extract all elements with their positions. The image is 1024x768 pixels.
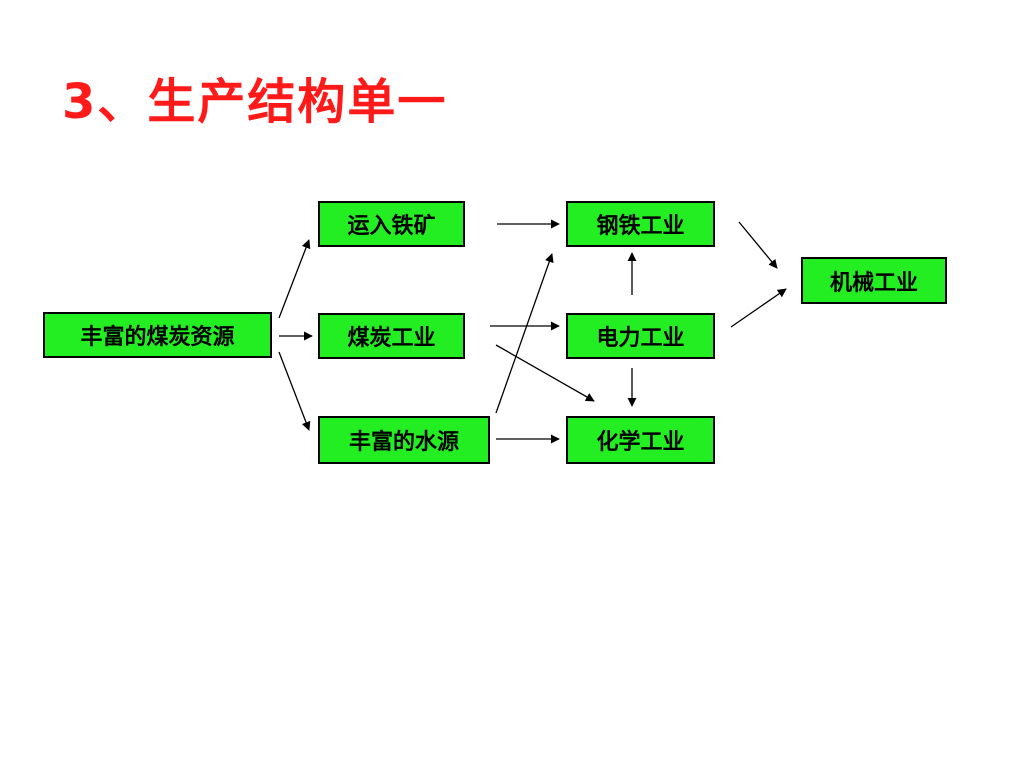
page-title: 3、生产结构单一 — [62, 74, 448, 130]
node-chemical-industry: 化学工业 — [566, 416, 715, 464]
node-machinery-industry: 机械工业 — [801, 257, 947, 304]
arrow-coal-to-ore — [278, 239, 311, 319]
node-coal-resources: 丰富的煤炭资源 — [43, 312, 272, 358]
node-steel-industry: 钢铁工业 — [566, 201, 715, 247]
node-water-resources: 丰富的水源 — [318, 416, 490, 464]
node-imported-iron-ore: 运入铁矿 — [318, 201, 465, 247]
arrow-steel-to-machinery — [738, 221, 778, 269]
arrow-power-to-machinery — [730, 288, 787, 328]
arrow-coal-to-water — [278, 351, 311, 431]
node-coal-industry: 煤炭工业 — [318, 313, 465, 359]
node-power-industry: 电力工业 — [566, 313, 715, 359]
arrow-coal-industry-to-chemical — [495, 344, 595, 402]
arrow-water-to-steel — [495, 253, 554, 414]
